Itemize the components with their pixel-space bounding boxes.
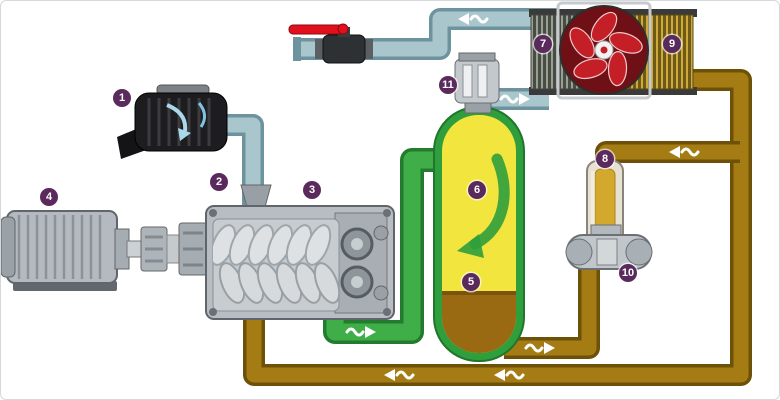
callout-air-oil-separator: 6 [468, 181, 486, 199]
air-intake-filter [117, 84, 228, 159]
fan-shroud [556, 1, 652, 100]
discharge-ball-valve [288, 23, 373, 64]
callout-thermostatic-valve: 10 [619, 264, 637, 282]
cooling-fan-icon [559, 5, 649, 95]
valve-handle-icon [288, 24, 346, 35]
separator-tank [433, 106, 525, 362]
callout-oil-filter: 8 [596, 150, 614, 168]
electric-motor [1, 210, 130, 291]
callout-electric-motor: 4 [40, 188, 58, 206]
shaft-coupling [126, 222, 208, 276]
callout-air-intake-filter: 1 [113, 89, 131, 107]
intake-swirl-arrow-icon [166, 103, 188, 132]
minimum-pressure-valve [454, 52, 500, 114]
screw-rotors [213, 224, 339, 304]
cooler-block [529, 1, 697, 100]
oil-sump-region [442, 291, 516, 353]
callout-aftercooler: 7 [534, 35, 552, 53]
compressor-airend [205, 184, 395, 320]
separator-swirl-arrow-icon [469, 153, 510, 250]
pipe-intake-air [226, 114, 264, 206]
discharge-pipe-end [293, 37, 301, 61]
callout-inlet-valve: 2 [210, 173, 228, 191]
callout-oil-sump: 5 [462, 273, 480, 291]
thermostatic-valve [565, 224, 653, 270]
callout-minimum-pressure-valve: 11 [439, 76, 457, 94]
callout-compressor-element: 3 [303, 181, 321, 199]
callout-oil-cooler: 9 [663, 35, 681, 53]
